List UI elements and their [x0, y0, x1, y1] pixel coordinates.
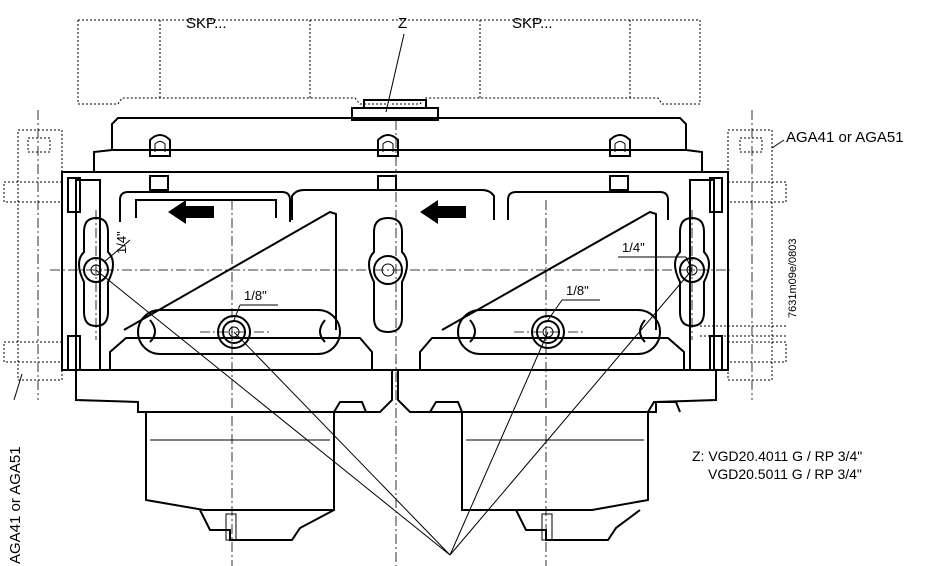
- label-z: Z: [398, 15, 407, 32]
- center-lines: [37, 110, 753, 566]
- label-aga-right: AGA41 or AGA51: [786, 129, 904, 146]
- top-plate: [93, 117, 703, 173]
- label-skp-left: SKP...: [186, 15, 227, 32]
- leader-lines: [13, 33, 785, 556]
- drawing-code: 7631m09e/0803: [787, 238, 799, 318]
- bottom-housings: [75, 370, 717, 541]
- label-port-quarter-left: 1/4": [114, 231, 129, 254]
- label-port-eighth-right: 1/8": [566, 283, 589, 298]
- label-port-eighth-left: 1/8": [244, 288, 267, 303]
- label-port-quarter-right: 1/4": [622, 240, 645, 255]
- note-line-1: Z: VGD20.4011 G / RP 3/4": [692, 448, 862, 464]
- valve-body: [61, 171, 729, 371]
- label-skp-right: SKP...: [512, 15, 553, 32]
- aga-flanges: [3, 129, 787, 381]
- note-line-2: VGD20.5011 G / RP 3/4": [708, 466, 862, 482]
- center-coupling: [351, 99, 439, 121]
- actuator-outlines: [77, 19, 701, 105]
- label-aga-left: AGA41 or AGA51: [7, 446, 24, 564]
